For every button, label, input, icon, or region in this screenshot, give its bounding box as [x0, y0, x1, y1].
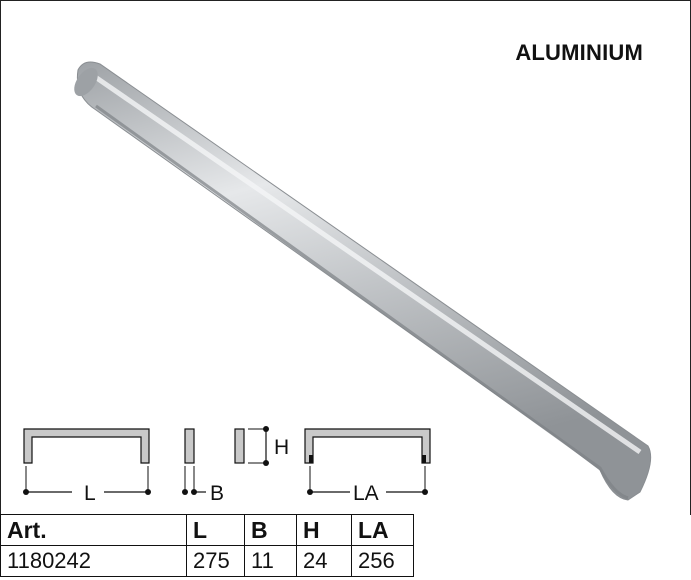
dim-label-h: H [274, 436, 289, 459]
cell-l: 275 [186, 545, 245, 577]
header-h: H [296, 514, 352, 546]
material-label: ALUMINIUM [515, 40, 643, 65]
header-b: B [244, 514, 297, 546]
dimension-diagrams: L B H LA [23, 426, 431, 505]
header-art: Art. [0, 514, 187, 546]
dim-label-b: B [210, 482, 224, 505]
header-la: LA [351, 514, 414, 546]
handle-end-left [74, 67, 98, 97]
dim-label-l: L [84, 482, 96, 505]
table-row: 1180242 275 11 24 256 [0, 545, 414, 577]
dim-label-la: LA [353, 482, 379, 505]
profile-view-diagram: H [234, 426, 289, 466]
handle-highlight [86, 69, 642, 455]
mounting-view-diagram: LA [304, 428, 431, 505]
side-view-diagram: B [182, 428, 224, 505]
cell-la: 256 [351, 545, 414, 577]
handle-underside [95, 104, 629, 500]
specs-table: Art. L B H LA 1180242 275 11 24 256 [0, 514, 414, 577]
table-header-row: Art. L B H LA [0, 514, 414, 546]
front-view-diagram: L [23, 428, 151, 505]
header-l: L [186, 514, 245, 546]
cell-h: 24 [296, 545, 352, 577]
cell-art: 1180242 [0, 545, 187, 577]
handle-body [76, 61, 652, 501]
handle-image [74, 61, 652, 501]
cell-b: 11 [244, 545, 297, 577]
